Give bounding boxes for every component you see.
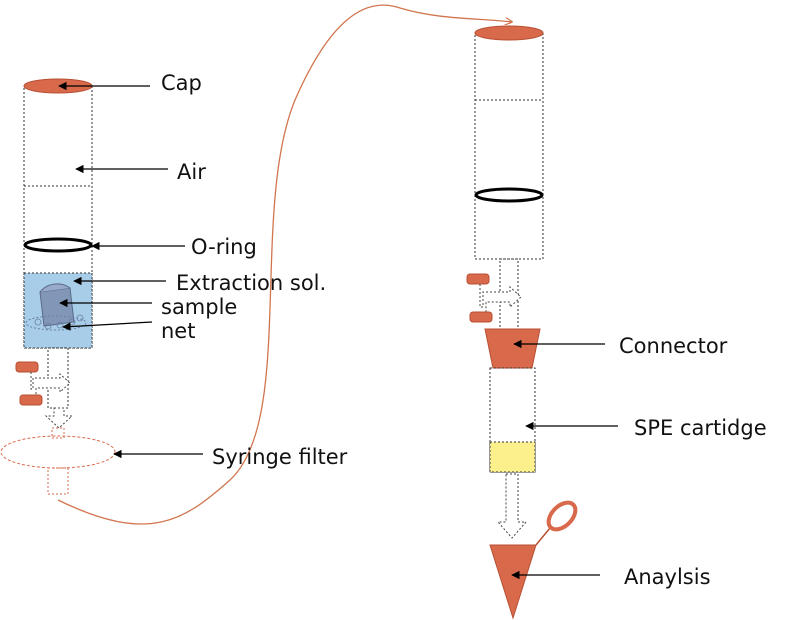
- flow-arrow-icon: [30, 372, 71, 395]
- syringe-filter-outlet: [47, 467, 69, 495]
- label-cap: Cap: [161, 71, 202, 95]
- arrow-net: [62, 321, 153, 331]
- net-dot: [44, 322, 52, 330]
- down-arrow-icon: [44, 407, 74, 429]
- collection-vial: [489, 544, 537, 620]
- right-barrel: [474, 32, 544, 260]
- net-dot: [34, 318, 42, 326]
- right-cap: [474, 25, 544, 41]
- right-syringe: [466, 25, 578, 620]
- label-sample: sample: [161, 295, 238, 319]
- net-dot: [76, 314, 84, 322]
- label-extraction-solution: Extraction sol.: [176, 271, 327, 295]
- label-o-ring: O-ring: [191, 235, 257, 259]
- vial-tether: [535, 527, 551, 546]
- label-connector: Connector: [619, 334, 728, 358]
- transfer-curve: [57, 4, 512, 525]
- flow-arrow-icon: [479, 284, 522, 312]
- small-cap-icon: [469, 311, 493, 323]
- left-syringe: [0, 78, 116, 495]
- syringe-filter: [0, 435, 116, 469]
- small-cap-icon: [15, 361, 39, 373]
- spe-sorbent: [489, 441, 536, 473]
- down-arrow-icon: [496, 473, 528, 539]
- sample-top: [39, 283, 71, 293]
- net-mesh: [25, 315, 87, 331]
- vial-cap-ring: [546, 500, 578, 532]
- label-spe-cartridge: SPE cartidge: [634, 416, 767, 440]
- spe-cartridge: [489, 367, 536, 473]
- sample-piece: [39, 287, 75, 327]
- right-label-arrows: [511, 339, 618, 580]
- small-cap-icon: [466, 273, 490, 285]
- left-label-arrows: [58, 81, 203, 459]
- label-syringe-filter: Syringe filter: [212, 445, 348, 469]
- connector: [484, 328, 541, 369]
- right-o-ring: [474, 187, 544, 203]
- label-analysis: Anaylsis: [624, 565, 711, 589]
- syringe-filter-inlet: [51, 427, 65, 439]
- left-o-ring: [23, 237, 93, 253]
- net-dot: [68, 318, 76, 326]
- label-net: net: [161, 319, 196, 343]
- small-cap-icon: [19, 394, 43, 406]
- label-air: Air: [177, 160, 206, 184]
